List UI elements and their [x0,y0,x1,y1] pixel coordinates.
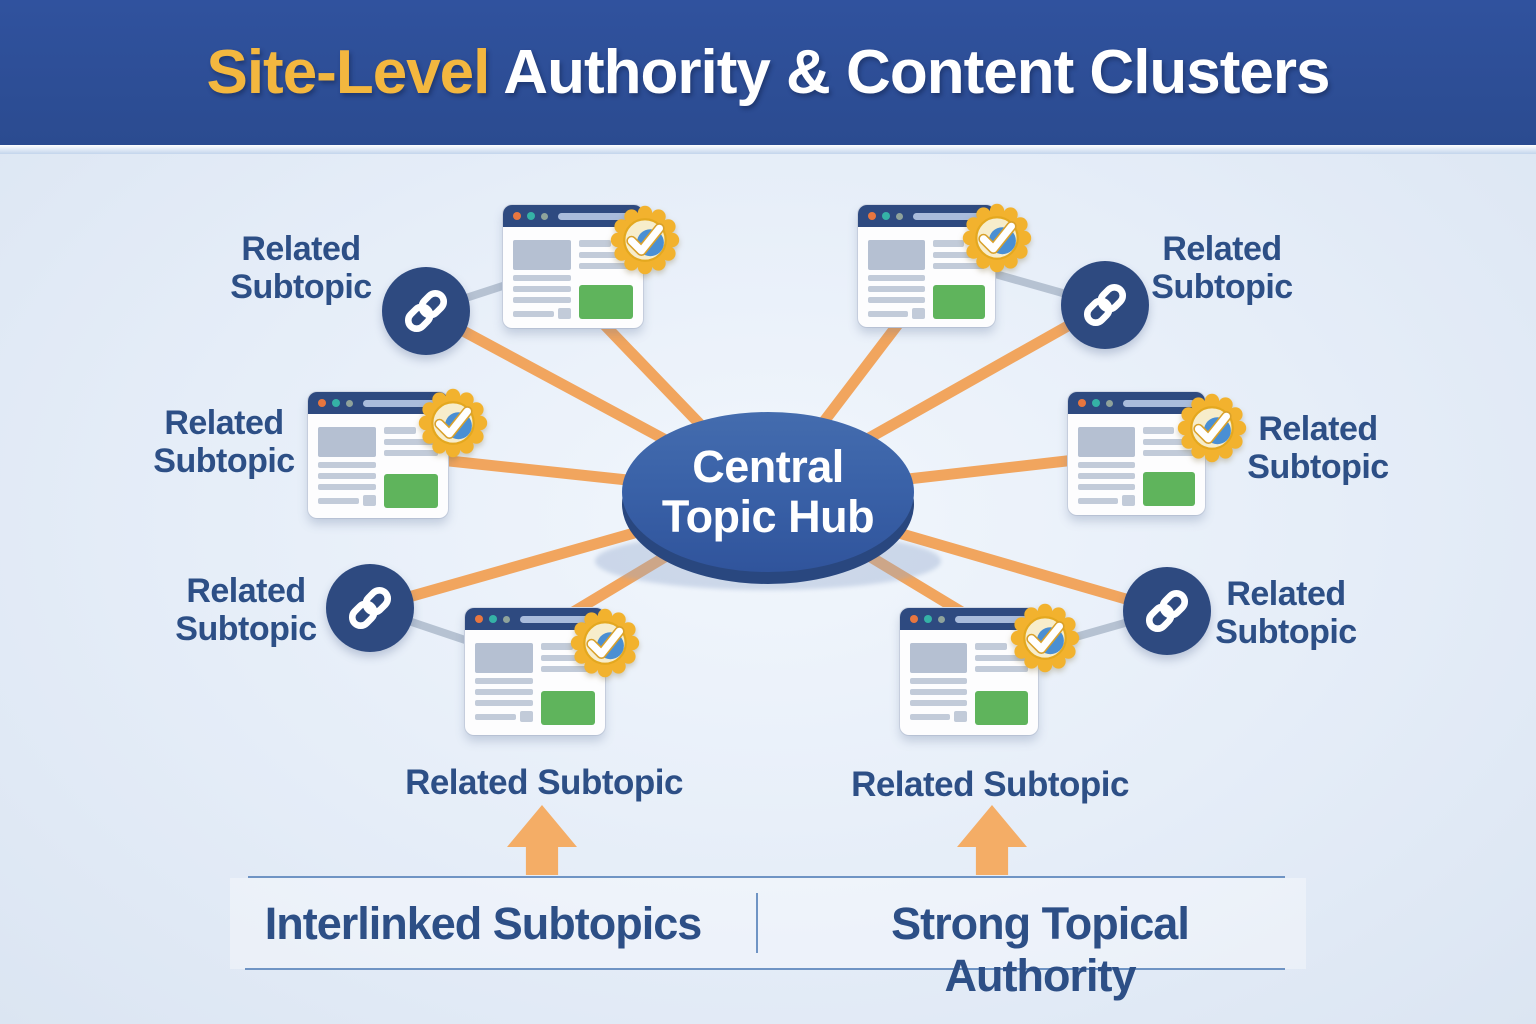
subtopic-label: Related Subtopic [405,763,683,802]
link-icon [340,578,400,638]
image-placeholder [1078,427,1135,457]
interlink-node [382,267,470,355]
address-bar [558,212,633,220]
browser-dot-icon [489,615,497,623]
browser-titlebar [1068,392,1205,414]
interlink-node [1061,261,1149,349]
browser-dot-icon [503,615,510,623]
footer-divider-bottom [245,968,1285,970]
verified-badge-icon [961,202,1033,274]
verified-badge-icon [569,607,641,679]
browser-dot-icon [513,212,521,220]
subtopic-page-card [900,608,1038,735]
browser-titlebar [900,608,1038,630]
cta-block [579,285,633,319]
cta-block [932,285,985,319]
image-placeholder [475,643,534,673]
browser-dot-icon [938,615,945,623]
image-placeholder [868,240,925,270]
footer-label-authority: Strong Topical Authority [891,898,1190,1001]
interlink-node [1123,567,1211,655]
browser-dot-icon [910,615,918,623]
address-bar [520,615,595,623]
hub-label-line2: Topic Hub [661,491,875,542]
browser-titlebar [465,608,605,630]
browser-dot-icon [1078,399,1086,407]
page-content-placeholder [900,630,1038,735]
hub-label-line1: Central [692,441,844,492]
browser-dot-icon [318,399,326,407]
footer-vertical-divider [756,893,758,953]
browser-dot-icon [896,212,903,220]
verified-badge-icon [417,387,489,459]
address-bar [1123,399,1195,407]
title-banner: Site-Level Authority & Content Clusters [0,0,1536,145]
cta-block [1142,472,1195,506]
image-placeholder [910,643,968,673]
image-placeholder [318,427,377,457]
browser-dot-icon [924,615,932,623]
header-divider-stripe [0,145,1536,154]
diagram-background [0,154,1536,1024]
browser-dot-icon [868,212,876,220]
address-bar [913,212,985,220]
browser-titlebar [503,205,643,227]
page-content-placeholder [503,227,643,328]
browser-dot-icon [1106,399,1113,407]
browser-dot-icon [332,399,340,407]
browser-titlebar [308,392,448,414]
page-content-placeholder [465,630,605,735]
browser-dot-icon [882,212,890,220]
link-icon [396,281,456,341]
cta-block [541,691,595,725]
verified-badge-icon [1009,602,1081,674]
page-content-placeholder [1068,414,1205,515]
browser-dot-icon [475,615,483,623]
page-content-placeholder [858,227,995,327]
address-bar [955,615,1028,623]
browser-titlebar [858,205,995,227]
browser-dot-icon [541,212,548,220]
footer-highlight-band [230,878,1306,969]
browser-dot-icon [346,399,353,407]
page-title-accent: Site-Level [206,38,490,107]
footer-divider-top [248,876,1285,878]
browser-dot-icon [1092,399,1100,407]
footer-label-interlinked: Interlinked Subtopics [264,898,703,949]
subtopic-label: Related Subtopic [851,765,1129,804]
page-content-placeholder [308,414,448,518]
interlink-node [326,564,414,652]
browser-dot-icon [527,212,535,220]
address-bar [363,399,438,407]
verified-badge-icon [609,204,681,276]
central-topic-hub: Central Topic Hub [622,412,914,572]
image-placeholder [513,240,572,270]
page-title: Site-Level Authority & Content Clusters [206,37,1330,108]
page-title-rest: Authority & Content Clusters [489,38,1330,107]
cta-block [384,474,438,508]
subtopic-page-card [503,205,643,328]
cta-block [975,691,1028,725]
